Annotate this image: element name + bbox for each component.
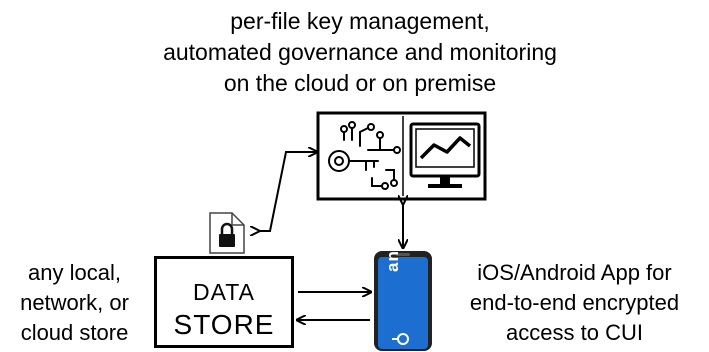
monitor-chart-icon: [409, 122, 481, 188]
file-lock-icon: [209, 212, 245, 254]
top-caption-line-2: automated governance and monitoring: [163, 39, 557, 65]
connector-arrows: [258, 152, 403, 320]
top-caption-line-1: per-file key management,: [230, 8, 490, 34]
top-caption: per-file key management, automated gover…: [140, 6, 580, 99]
right-caption-line-1: iOS/Android App for: [477, 260, 672, 285]
phone-icon: [374, 251, 432, 351]
left-caption-line-2: network, or: [20, 290, 129, 315]
arrow-file-to-server: [258, 152, 316, 231]
right-caption-line-3: access to CUI: [506, 320, 643, 345]
data-store-label-line-1: DATA: [193, 279, 255, 305]
anchor-logo-icon: [392, 333, 409, 345]
app-brand-label: anchor: [383, 209, 402, 272]
top-caption-line-3: on the cloud or on premise: [223, 70, 497, 96]
data-store-label-line-2: STORE: [173, 309, 275, 340]
left-caption-line-3: cloud store: [20, 320, 129, 345]
left-caption: any local, network, or cloud store: [2, 258, 147, 348]
right-caption: iOS/Android App for end-to-end encrypted…: [440, 258, 709, 348]
left-caption-line-1: any local,: [28, 260, 121, 285]
right-caption-line-2: end-to-end encrypted: [469, 290, 680, 315]
data-store-box: DATA STORE: [154, 256, 294, 348]
key-circuit-icon: [328, 121, 401, 190]
